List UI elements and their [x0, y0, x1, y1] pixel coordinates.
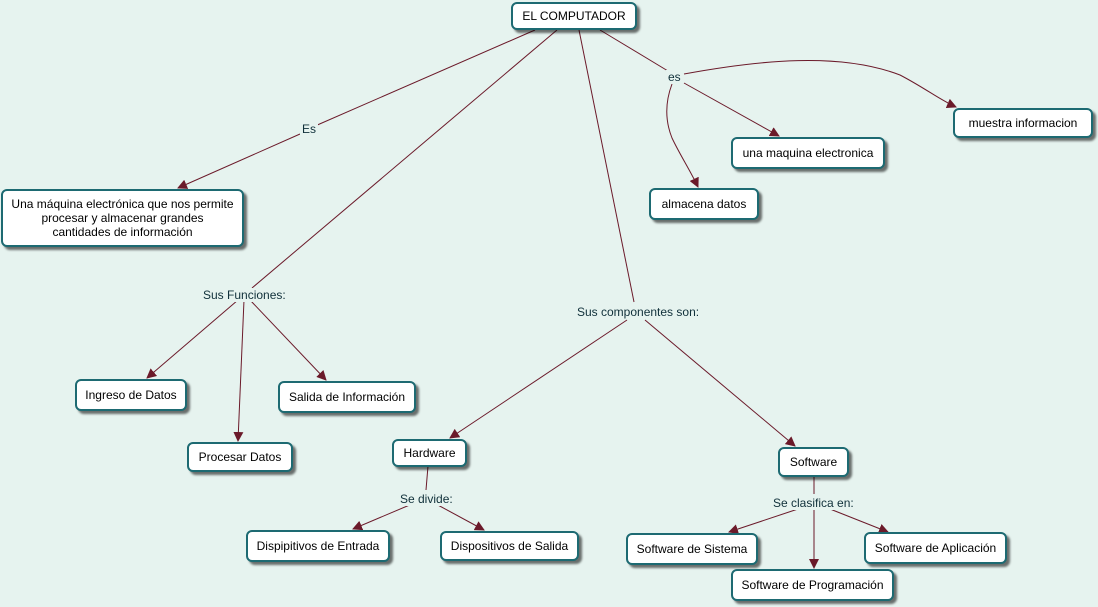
connector-clasifica-sistema: [728, 508, 799, 534]
concept-software-aplicacion[interactable]: Software de Aplicación: [864, 532, 1007, 564]
connector-componentes-hardware: [449, 319, 628, 439]
connector-hardware-divide: [425, 465, 429, 491]
concept-procesar-datos[interactable]: Procesar Datos: [187, 442, 293, 472]
concept-definicion[interactable]: Una máquina electrónica que nos permite …: [1, 189, 244, 247]
concept-software-sistema[interactable]: Software de Sistema: [626, 533, 758, 565]
concept-software-programacion[interactable]: Software de Programación: [731, 569, 894, 601]
link-label-componentes: Sus componentes son:: [575, 305, 702, 319]
link-label-es: Es: [300, 122, 319, 136]
connector-funciones-salida: [249, 299, 327, 381]
link-label-es-lower: es: [666, 70, 683, 84]
concept-maquina-electronica[interactable]: una maquina electronica: [731, 137, 885, 169]
concept-dispositivos-entrada[interactable]: Dispipitivos de Entrada: [246, 530, 390, 562]
connector-divide-salida: [435, 503, 485, 531]
concept-almacena-datos[interactable]: almacena datos: [649, 188, 759, 220]
link-label-clasifica: Se clasifica en:: [771, 496, 856, 510]
connector-funciones-procesar: [233, 299, 245, 442]
concept-hardware[interactable]: Hardware: [392, 439, 467, 467]
connector-es-almacena: [666, 83, 699, 188]
concept-salida-informacion[interactable]: Salida de Información: [278, 381, 416, 413]
connector-root-es-lower: [599, 29, 669, 72]
concept-software[interactable]: Software: [778, 447, 849, 477]
concept-muestra-informacion[interactable]: muestra informacion: [953, 108, 1093, 138]
connector-divide-entrada: [352, 503, 413, 531]
concept-ingreso-datos[interactable]: Ingreso de Datos: [75, 379, 187, 411]
concept-dispositivos-salida[interactable]: Dispositivos de Salida: [440, 531, 579, 561]
connector-componentes-software: [644, 319, 796, 447]
connector-root-es: [314, 29, 536, 127]
concept-el-computador[interactable]: EL COMPUTADOR: [511, 2, 637, 30]
connector-es-maquina: [683, 82, 780, 137]
connector-es-muestra: [683, 60, 957, 108]
link-label-funciones: Sus Funciones:: [201, 288, 288, 302]
connector-funciones-ingreso: [146, 299, 239, 379]
link-label-divide: Se divide:: [398, 492, 455, 506]
connector-es-definition: [177, 133, 301, 189]
connector-clasifica-aplicacion: [829, 508, 889, 534]
connector-root-funciones: [251, 29, 558, 289]
connector-root-componentes: [578, 29, 635, 303]
